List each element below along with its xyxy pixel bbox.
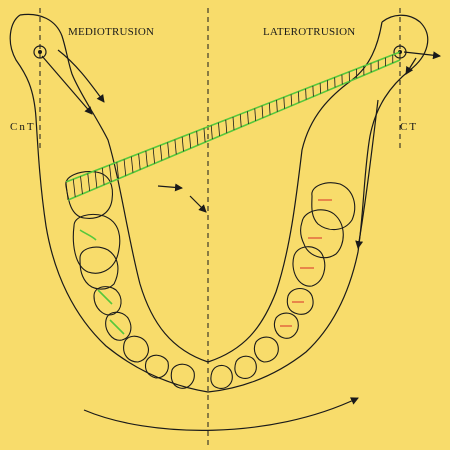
band-hatch-line	[101, 167, 105, 185]
left-condyle-label: CnT	[10, 121, 36, 133]
band-hatch-line	[123, 159, 127, 176]
band-hatch-line	[247, 111, 249, 124]
band-hatch-line	[138, 153, 141, 170]
mediotrusion-arrow	[41, 55, 93, 115]
band-hatch-line	[254, 108, 257, 121]
right-condyle-label: CT	[400, 121, 419, 133]
band-hatch-line	[109, 165, 112, 182]
band-hatch-line	[116, 162, 119, 179]
tooth-left-molar-3	[79, 246, 119, 290]
band-hatch-line	[261, 105, 264, 118]
tooth-left-premolar-1	[93, 286, 122, 316]
tooth-left-premolar-2	[105, 311, 132, 341]
band-hatch-line	[312, 85, 314, 97]
tooth-left-canine	[123, 335, 149, 363]
band-hatch-line	[276, 100, 278, 112]
band-hatch-line	[268, 102, 271, 115]
band-hatch-line	[305, 88, 307, 100]
mediotrusion-arrow-2	[57, 49, 105, 103]
tooth-left-incisor-2	[144, 354, 169, 379]
band-hatch-line	[94, 170, 98, 188]
band-hatch-line	[65, 181, 69, 201]
band-hatch-line	[152, 148, 156, 164]
tooth-right-incisor-2	[234, 355, 257, 379]
band-hatch-line	[225, 119, 228, 134]
laterotrusion-arrow	[403, 51, 441, 60]
left-guide-curve-3	[109, 319, 125, 335]
tooth-right-molar-3	[292, 246, 326, 287]
tooth-right-premolar-2	[273, 312, 299, 339]
band-hatch-line	[283, 97, 285, 109]
tooth-right-premolar-1	[286, 287, 314, 315]
band-hatch-line	[159, 145, 163, 161]
tooth-right-molar-1	[311, 182, 356, 231]
band-hatch-line	[130, 156, 134, 173]
band-hatch-line	[239, 114, 242, 127]
laterotrusion-label: LATEROTRUSION	[263, 26, 356, 38]
band-hatch-line	[196, 131, 199, 146]
right-side-arrow	[355, 99, 379, 249]
band-hatch-line	[297, 91, 300, 103]
center-arrow-down	[189, 195, 207, 213]
tooth-right-canine	[253, 336, 279, 363]
left-guide-curve-1	[79, 229, 97, 241]
mediotrusion-label: MEDIOTRUSION	[68, 26, 155, 38]
band-hatch-line	[203, 128, 206, 143]
band-hatch-line	[290, 94, 293, 106]
band-hatch-line	[174, 139, 177, 155]
band-hatch-line	[87, 173, 91, 191]
band-hatch-line	[210, 125, 213, 140]
tooth-left-molar-1	[65, 171, 114, 219]
band-hatch-line	[72, 179, 76, 198]
tooth-right-incisor-1	[210, 364, 233, 389]
tooth-right-molar-2	[300, 209, 344, 259]
band-hatch-line	[145, 150, 148, 167]
laterotrusion-band	[65, 51, 401, 201]
band-hatch-line	[167, 142, 170, 158]
center-arrow-right	[157, 183, 183, 192]
arch-swing-arrow	[83, 397, 359, 431]
band-hatch-line	[189, 133, 192, 149]
right-contact-marks	[280, 199, 332, 327]
condyle-down-arrow	[405, 57, 417, 75]
band-hatch-line	[181, 136, 184, 152]
mandible-inner-outline	[19, 13, 383, 363]
band-hatch-line	[80, 176, 83, 194]
band-hatch-line	[232, 116, 235, 131]
tooth-left-molar-2	[72, 213, 121, 274]
band-hatch-line	[218, 122, 220, 137]
left-condyle	[33, 45, 47, 59]
left-guide-curve-2	[97, 289, 113, 305]
tooth-left-incisor-1	[170, 363, 195, 389]
